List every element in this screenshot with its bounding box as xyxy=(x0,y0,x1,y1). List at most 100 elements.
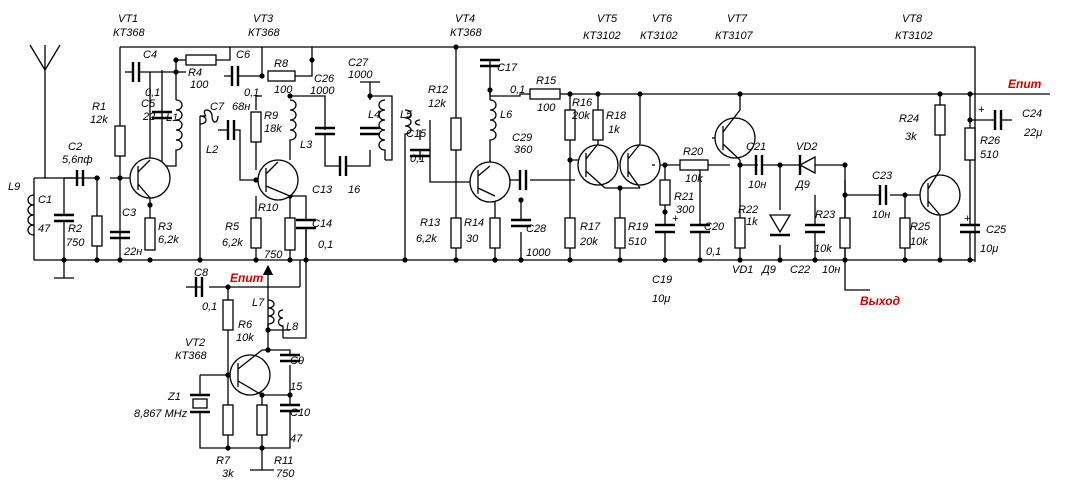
c25-value: 10μ xyxy=(980,243,998,255)
l1-ref: L1 xyxy=(166,112,178,124)
polarity-mark-c19: + xyxy=(672,213,679,225)
vt7-ref: VT7 xyxy=(727,13,748,25)
r15-value: 100 xyxy=(537,102,556,114)
c10-ref: C10 xyxy=(290,407,311,419)
c5-ref: C5 xyxy=(141,98,156,110)
c24-value: 22μ xyxy=(1023,127,1042,139)
r7-value: 3k xyxy=(222,468,234,480)
c14-value: 0,1 xyxy=(318,239,333,251)
vt5-ref: VT5 xyxy=(597,13,618,25)
c27-ref: C27 xyxy=(348,57,369,69)
r8-ref: R8 xyxy=(274,58,289,70)
c23-value: 10н xyxy=(872,209,890,221)
l2-ref: L2 xyxy=(206,144,218,156)
r16-value: 20k xyxy=(571,110,590,122)
c28-ref: C28 xyxy=(526,223,547,235)
r24-value: 3k xyxy=(905,131,917,143)
r5-value: 6,2k xyxy=(222,237,243,249)
z1-freq: 8,867 MHz xyxy=(134,408,188,420)
supply-output-labels: Eпит Eпит Выход + + + xyxy=(230,77,1042,308)
r8-value: 100 xyxy=(274,84,293,96)
r4-value: 100 xyxy=(190,79,209,91)
r9-ref: R9 xyxy=(264,110,278,122)
vt8-ref: VT8 xyxy=(902,13,923,25)
vd2-ref: VD2 xyxy=(796,141,817,153)
c21-ref: C21 xyxy=(746,141,766,153)
c10-value: 47 xyxy=(290,433,303,445)
r25-value: 10k xyxy=(910,236,928,248)
c17-ref: C17 xyxy=(497,62,518,74)
c17-value: 0,1 xyxy=(510,84,525,96)
c29-value: 360 xyxy=(514,144,533,156)
r22-ref: R22 xyxy=(738,204,758,216)
transistor-labels: VT1 КТ368 VT3 КТ368 VT4 КТ368 VT5 КТ3102… xyxy=(113,13,933,362)
c25-ref: C25 xyxy=(986,224,1007,236)
c6-ref: C6 xyxy=(236,49,251,61)
vt7-type: КТ3107 xyxy=(715,30,754,42)
vt3-ref: VT3 xyxy=(253,13,274,25)
l7-ref: L7 xyxy=(252,297,265,309)
c26-ref: C26 xyxy=(314,73,335,85)
r1-ref: R1 xyxy=(92,101,106,113)
c1-ref: C1 xyxy=(38,194,52,206)
r9-value: 18k xyxy=(264,123,282,135)
inductor-coils xyxy=(27,99,497,338)
c3-value: 22н xyxy=(123,246,142,258)
vd1-ref: VD1 xyxy=(732,264,753,276)
c5-value: 22 xyxy=(142,111,155,123)
c23-ref: C23 xyxy=(872,170,893,182)
c14-ref: C14 xyxy=(312,218,332,230)
c19-value: 10μ xyxy=(652,293,670,305)
resistor-labels: R1 12k R2 750 R3 6,2k R4 100 R5 6,2k R6 … xyxy=(66,58,1001,480)
r19-value: 510 xyxy=(628,236,647,248)
transistor-bodies xyxy=(129,109,961,396)
r1-value: 12k xyxy=(90,114,108,126)
r10-value: 750 xyxy=(264,249,283,261)
resistor-bodies xyxy=(91,54,976,436)
supply-label-top: Eпит xyxy=(1008,77,1042,91)
output-label: Выход xyxy=(860,294,900,308)
r2-value: 750 xyxy=(66,237,85,249)
polarity-mark-c24: + xyxy=(978,104,985,116)
r23-ref: R23 xyxy=(815,209,836,221)
c27-value: 1000 xyxy=(348,69,373,81)
l3-ref: L3 xyxy=(300,139,313,151)
c9-value: 15 xyxy=(290,381,303,393)
vt2-ref: VT2 xyxy=(185,337,205,349)
l5-ref: L5 xyxy=(400,109,413,121)
r6-ref: R6 xyxy=(238,319,253,331)
c29-ref: C29 xyxy=(512,132,532,144)
c7-value: 68н xyxy=(232,101,250,113)
r14-ref: R14 xyxy=(464,217,484,229)
capacitor-plates xyxy=(54,58,1003,413)
vt8-type: КТ3102 xyxy=(895,30,933,42)
c7-ref: C7 xyxy=(210,101,225,113)
c13-ref: C13 xyxy=(312,184,333,196)
vt6-ref: VT6 xyxy=(652,13,673,25)
vt4-ref: VT4 xyxy=(455,13,475,25)
r14-value: 30 xyxy=(466,233,479,245)
z1-ref: Z1 xyxy=(167,391,181,403)
l9-ref: L9 xyxy=(8,181,20,193)
r23-value: 10k xyxy=(814,243,832,255)
r10-ref: R10 xyxy=(258,202,279,214)
r6-value: 10k xyxy=(236,332,254,344)
vt4-type: КТ368 xyxy=(450,27,482,39)
vd1-type: Д9 xyxy=(760,264,776,276)
vt3-type: КТ368 xyxy=(248,27,280,39)
r2-ref: R2 xyxy=(68,223,82,235)
crystal-icon xyxy=(190,393,210,414)
r13-value: 6,2k xyxy=(416,233,437,245)
vt1-ref: VT1 xyxy=(118,13,138,25)
r5-ref: R5 xyxy=(225,221,240,233)
r25-ref: R25 xyxy=(910,221,931,233)
r22-value: 1k xyxy=(746,216,758,228)
diode-bodies xyxy=(768,155,816,237)
c15-ref: C15 xyxy=(406,128,427,140)
r21-ref: R21 xyxy=(674,191,694,203)
r26-value: 510 xyxy=(980,149,999,161)
r15-ref: R15 xyxy=(536,75,557,87)
c24-ref: C24 xyxy=(1022,108,1042,120)
r17-ref: R17 xyxy=(580,221,601,233)
